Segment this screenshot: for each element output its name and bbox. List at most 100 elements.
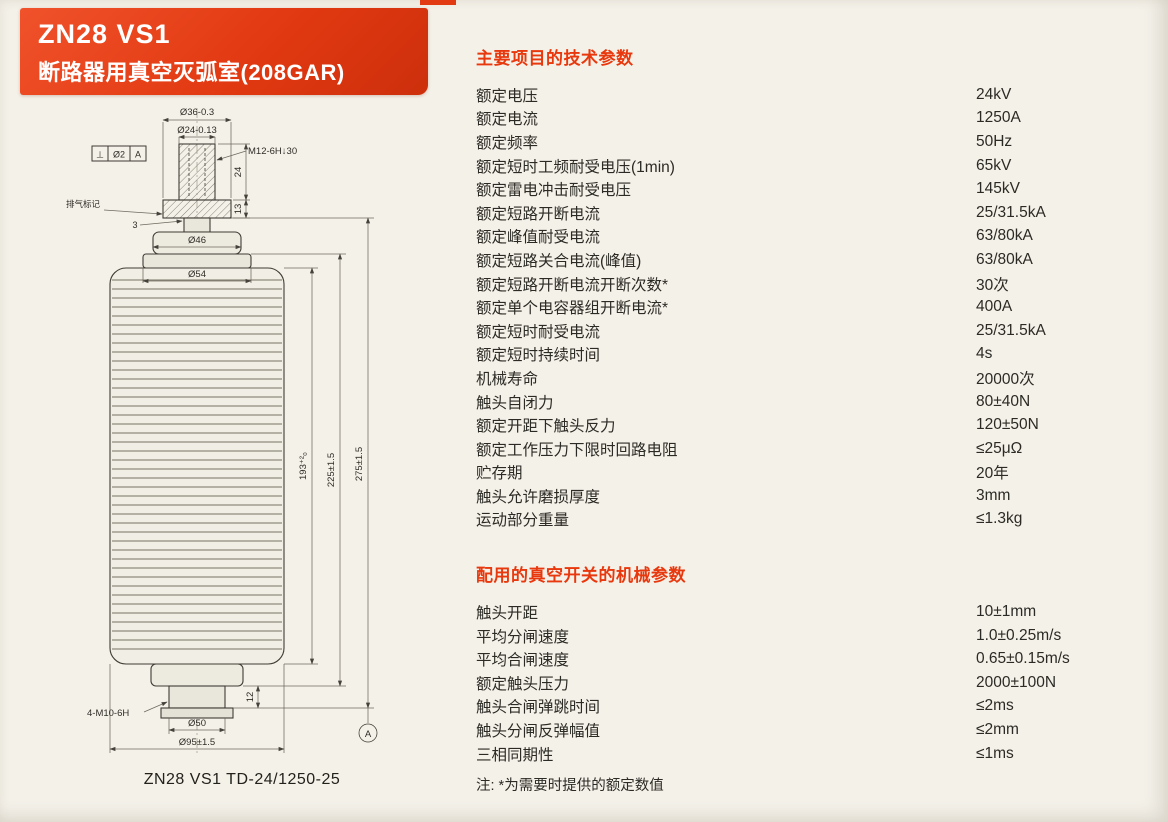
tech-param-label: 额定短路开断电流开断次数* bbox=[476, 276, 669, 294]
tech-param-row: 机械寿命 20000次 bbox=[476, 366, 1152, 390]
tech-param-label: 额定短时耐受电流 bbox=[476, 323, 601, 341]
bottom-stem bbox=[168, 685, 226, 709]
tech-param-row: 额定短路开断电流 25/31.5kA bbox=[476, 201, 1152, 225]
datum-tolerance: Ø2 bbox=[113, 150, 125, 160]
mech-param-value: ≤2ms bbox=[976, 697, 1014, 715]
mech-param-label: 触头分闸反弹幅值 bbox=[476, 723, 601, 741]
ceramic-ribs bbox=[112, 279, 282, 650]
ceramic-body bbox=[109, 267, 285, 665]
part-outline bbox=[109, 143, 285, 719]
mech-param-value: 1.0±0.25m/s bbox=[976, 626, 1062, 644]
mech-param-row: 触头合闸弹跳时间 ≤2ms bbox=[476, 695, 1152, 719]
tech-param-value: 50Hz bbox=[976, 132, 1013, 150]
mech-param-row: 额定触头压力 2000±100N bbox=[476, 671, 1152, 695]
tech-param-row: 额定单个电容器组开断电流*400A bbox=[476, 295, 1152, 319]
mech-param-value: ≤2mm bbox=[976, 721, 1019, 739]
neck bbox=[183, 217, 211, 233]
tech-param-value: 80±40N bbox=[976, 392, 1031, 410]
tech-param-label: 触头允许磨损厚度 bbox=[476, 488, 601, 506]
tech-param-value: 63/80kA bbox=[976, 250, 1033, 268]
product-subtitle: 断路器用真空灭弧室(208GAR) bbox=[38, 60, 345, 85]
tech-param-row: 触头允许磨损厚度 3mm bbox=[476, 484, 1152, 508]
tech-param-label: 额定雷电冲击耐受电压 bbox=[476, 182, 632, 200]
tech-param-label: 额定工作压力下限时回路电阻 bbox=[476, 441, 678, 459]
tech-param-row: 贮存期 20年 bbox=[476, 461, 1152, 485]
tech-param-value: 3mm bbox=[976, 486, 1011, 504]
mech-param-row: 三相同期性≤1ms bbox=[476, 742, 1152, 766]
dim-ceramic-length: 193⁺²₀ bbox=[298, 452, 309, 480]
bottom-cap bbox=[150, 663, 244, 687]
tech-param-row: 额定雷电冲击耐受电压 145kV bbox=[476, 177, 1152, 201]
tech-param-label: 额定短路开断电流 bbox=[476, 205, 601, 223]
footnote: 注: *为需要时提供的额定数值 bbox=[476, 778, 664, 795]
tech-param-value: 30次 bbox=[976, 276, 1009, 294]
dim-flange-height: 13 bbox=[233, 204, 244, 215]
dim-sub-length: 225±1.5 bbox=[326, 453, 337, 487]
tech-param-label: 运动部分重量 bbox=[476, 512, 570, 530]
dim-top-flange-dia: Ø36-0.3 bbox=[180, 107, 214, 118]
tech-param-label: 额定短时工频耐受电压(1min) bbox=[476, 158, 675, 176]
mech-param-value: 2000±100N bbox=[976, 673, 1057, 691]
mech-param-row: 触头分闸反弹幅值 ≤2mm bbox=[476, 718, 1152, 742]
top-stem bbox=[178, 143, 216, 201]
mech-param-value: ≤1ms bbox=[976, 744, 1014, 762]
mech-params-title: 配用的真空开关的机械参数 bbox=[476, 566, 686, 586]
tech-param-label: 额定开距下触头反力 bbox=[476, 418, 616, 436]
tech-param-value: 20年 bbox=[976, 465, 1009, 483]
tech-param-label: 额定电流 bbox=[476, 111, 539, 129]
tech-param-value: ≤1.3kg bbox=[976, 510, 1023, 528]
tech-param-row: 额定工作压力下限时回路电阻 ≤25μΩ bbox=[476, 437, 1152, 461]
tech-param-label: 额定峰值耐受电流 bbox=[476, 229, 601, 247]
tech-param-value: 63/80kA bbox=[976, 227, 1033, 245]
tech-param-label: 贮存期 bbox=[476, 465, 523, 483]
dim-bolt-circle-dia: Ø50 bbox=[188, 718, 206, 729]
tech-param-value: 20000次 bbox=[976, 370, 1035, 388]
tech-params-title: 主要项目的技术参数 bbox=[476, 49, 634, 68]
tech-param-row: 额定电流 1250A bbox=[476, 107, 1152, 131]
tech-param-label: 额定单个电容器组开断电流* bbox=[476, 300, 669, 318]
datum-symbol: ⊥ bbox=[96, 150, 104, 160]
tech-param-row: 运动部分重量 ≤1.3kg bbox=[476, 508, 1152, 532]
guide-ring bbox=[142, 253, 252, 269]
mark-note: 排气标记 bbox=[66, 199, 101, 209]
tech-param-value: 1250A bbox=[976, 109, 1021, 127]
dim-guide-dia: Ø54 bbox=[188, 269, 206, 280]
dim-stem-length: 24 bbox=[233, 167, 244, 178]
tech-param-value: 145kV bbox=[976, 180, 1020, 198]
interrupter-outline-svg: ⊥ Ø2 A Ø36-0.3 Ø24-0.13 M12-6H↓30 24 13 … bbox=[66, 107, 378, 754]
mech-param-row: 平均分闸速度 1.0±0.25m/s bbox=[476, 624, 1152, 648]
mech-param-label: 额定触头压力 bbox=[476, 675, 570, 693]
product-banner: ZN28 VS1 断路器用真空灭弧室(208GAR) bbox=[20, 8, 428, 95]
mech-param-label: 触头开距 bbox=[476, 605, 539, 623]
dimension-labels: ⊥ Ø2 A Ø36-0.3 Ø24-0.13 M12-6H↓30 24 13 … bbox=[66, 107, 372, 748]
tech-param-value: 25/31.5kA bbox=[976, 203, 1046, 221]
scan-edge-mark bbox=[420, 0, 456, 5]
mech-param-label: 触头合闸弹跳时间 bbox=[476, 699, 601, 717]
tech-param-label: 触头自闭力 bbox=[476, 394, 554, 412]
dim-total-length: 275±1.5 bbox=[354, 447, 365, 481]
mech-param-value: 0.65±0.15m/s bbox=[976, 650, 1070, 668]
datum-ref-letter: A bbox=[365, 729, 372, 740]
tech-param-label: 额定短时持续时间 bbox=[476, 347, 601, 365]
tech-param-label: 机械寿命 bbox=[476, 370, 539, 388]
mech-param-label: 平均分闸速度 bbox=[476, 628, 570, 646]
datum-frame bbox=[91, 145, 147, 162]
tech-param-value: 65kV bbox=[976, 156, 1012, 174]
tech-param-label: 额定电压 bbox=[476, 87, 539, 105]
mech-param-label: 平均合闸速度 bbox=[476, 652, 570, 670]
dim-body-dia: Ø95±1.5 bbox=[179, 737, 215, 748]
tech-param-value: ≤25μΩ bbox=[976, 439, 1023, 457]
tech-param-label: 额定短路关合电流(峰值) bbox=[476, 252, 642, 270]
bottom-plate bbox=[160, 707, 234, 719]
top-flange bbox=[162, 199, 232, 219]
